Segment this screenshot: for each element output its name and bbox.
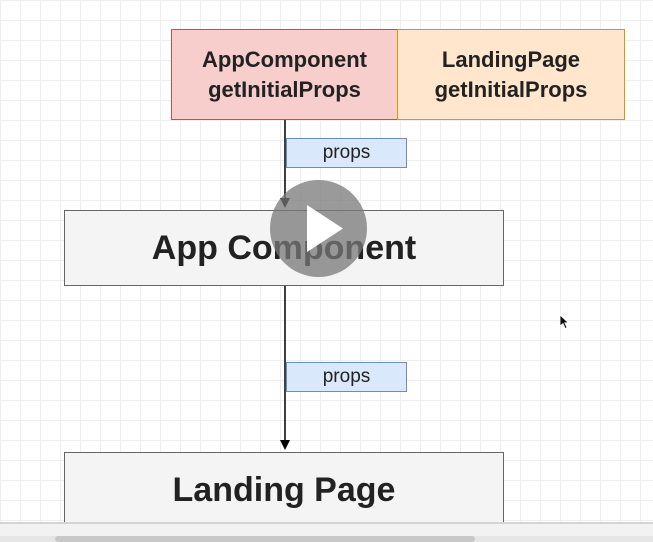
node-app-component-getinitialprops[interactable]: AppComponent getInitialProps [171, 29, 398, 120]
edge-label-props-2[interactable]: props [286, 362, 407, 392]
node-label-line1: LandingPage [441, 46, 581, 72]
edge-label-text: props [322, 142, 371, 163]
node-label: Landing Page [172, 470, 396, 509]
edge-label-text: props [322, 366, 371, 387]
node-landing-page-getinitialprops[interactable]: LandingPage getInitialProps [397, 29, 625, 120]
play-icon[interactable] [270, 180, 367, 277]
node-label-line2: getInitialProps [434, 76, 588, 102]
node-label-line2: getInitialProps [208, 76, 361, 102]
node-landing-page[interactable]: Landing Page [64, 452, 504, 528]
mouse-cursor-icon [559, 314, 570, 330]
horizontal-scrollbar-thumb[interactable] [55, 536, 475, 542]
node-label-line1: AppComponent [202, 46, 367, 72]
edge-label-props-1[interactable]: props [286, 138, 407, 168]
